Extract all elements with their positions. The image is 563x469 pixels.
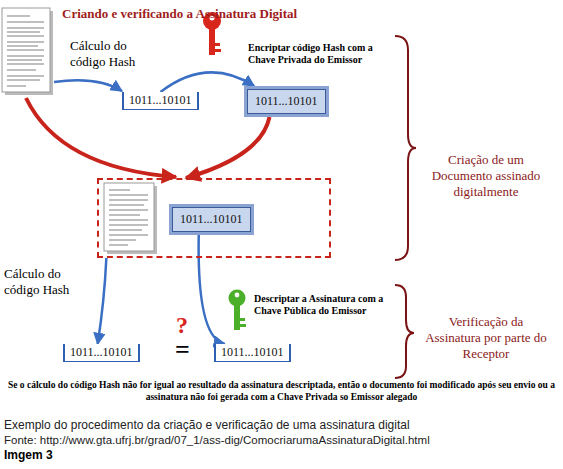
encrypted-hash-box: 1011...10101 (169, 204, 254, 235)
hash-value: 1011...10101 (129, 93, 192, 108)
hash-box: 1011...10101 (63, 344, 140, 362)
hash-box: 1011...10101 (122, 92, 199, 110)
caption: Exemplo do procedimento da criação e ver… (4, 418, 410, 432)
question-mark: ? (176, 312, 188, 338)
step-label: Descriptar a Assinatura com a Chave Públ… (254, 293, 399, 317)
hash-value: 1011...10101 (180, 212, 243, 227)
step-label: Encriptar código Hash com a Chave Privad… (248, 42, 393, 66)
section-label: Verificação da Assinatura por parte do R… (420, 314, 552, 362)
hash-value: 1011...10101 (221, 345, 284, 360)
signed-document-box: 1011...10101 (97, 178, 331, 258)
section-label: Criação de um Documento assinado digital… (420, 152, 552, 200)
hash-value: 1011...10101 (255, 94, 318, 109)
encrypted-hash-box: 1011...10101 (244, 86, 329, 117)
note: Se o cálculo do código Hash não for igua… (6, 379, 557, 403)
document-icon (2, 8, 53, 95)
source: Fonte: http://www.gta.ufrj.br/grad/07_1/… (4, 433, 559, 447)
equals-sign: = (175, 337, 190, 363)
step-label: Cálculo do código Hash (70, 38, 158, 70)
flow-arrow (186, 117, 270, 178)
flow-arrow (161, 72, 255, 92)
hash-box: 1011...10101 (214, 344, 291, 362)
figure-number: Imgem 3 (4, 448, 53, 462)
flow-arrow (54, 80, 122, 91)
flow-arrow (98, 258, 107, 344)
hash-value: 1011...10101 (70, 345, 133, 360)
brace (395, 285, 414, 378)
brace (395, 36, 416, 260)
document-icon (104, 183, 157, 254)
diagram-title: Criando e verificando a Assinatura Digit… (62, 6, 297, 22)
flow-arrow (199, 235, 225, 344)
public-key-icon (229, 290, 247, 331)
step-label: Cálculo do código Hash (4, 266, 92, 298)
